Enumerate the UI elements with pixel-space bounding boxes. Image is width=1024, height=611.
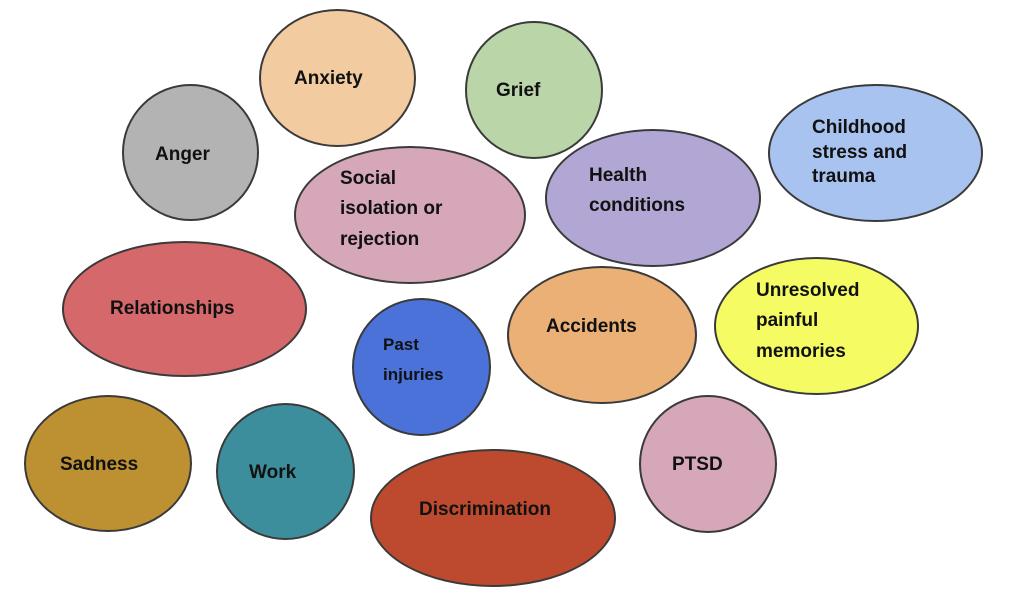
label-grief: Grief xyxy=(496,80,541,101)
label-anxiety: Anxiety xyxy=(294,68,363,89)
label-health-conditions: Health conditions xyxy=(589,165,686,217)
bubble-accidents xyxy=(507,266,697,404)
label-ptsd: PTSD xyxy=(672,454,723,475)
bubble-discrimination xyxy=(370,449,616,587)
label-childhood-stress: Childhood stress and trauma xyxy=(812,117,908,188)
bubble-unresolved-memories xyxy=(714,257,919,395)
bubble-past-injuries xyxy=(352,298,491,436)
label-accidents: Accidents xyxy=(546,316,637,337)
bubble-ptsd xyxy=(639,395,777,533)
label-work: Work xyxy=(249,462,297,483)
bubble-health-conditions xyxy=(545,129,761,267)
bubble-social-isolation xyxy=(294,146,526,284)
label-unresolved-memories: Unresolved painful memories xyxy=(756,280,860,362)
bubble-anxiety xyxy=(259,9,416,147)
bubble-relationships xyxy=(62,241,307,377)
bubble-anger xyxy=(122,84,259,221)
label-social-isolation: Social isolation or rejection xyxy=(340,168,443,250)
label-anger: Anger xyxy=(155,144,210,165)
label-discrimination: Discrimination xyxy=(419,499,551,520)
bubble-grief xyxy=(465,21,603,159)
bubble-work xyxy=(216,403,355,540)
bubble-childhood-stress xyxy=(768,84,983,222)
label-sadness: Sadness xyxy=(60,454,139,475)
bubble-sadness xyxy=(24,395,192,532)
label-relationships: Relationships xyxy=(110,298,235,319)
label-past-injuries: Past injuries xyxy=(383,335,444,384)
